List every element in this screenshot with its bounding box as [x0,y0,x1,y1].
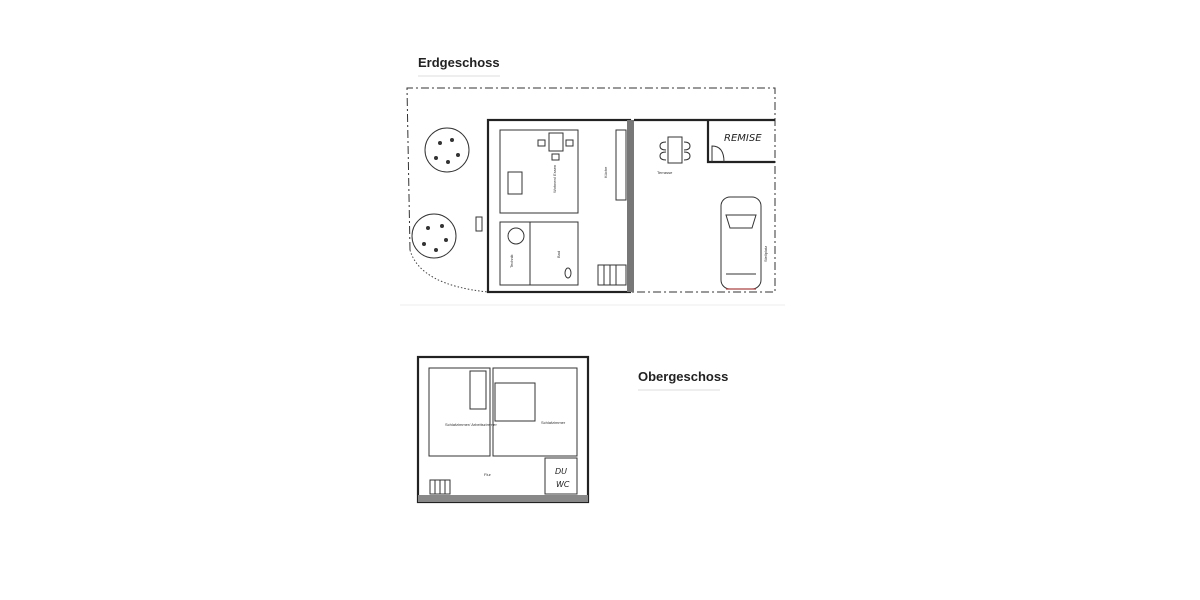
stairs-icon [597,264,627,286]
ground-floor-plan: Erdgeschoss Wohnen/ Essen Küche Bad T [400,55,785,306]
room-bedroom [492,367,578,457]
label-bath: Bad [556,251,561,258]
bench-icon [475,216,483,232]
shed-door [711,145,725,163]
property-boundary [406,87,776,293]
label-living: Wohnen/ Essen [552,165,557,193]
label-utility: Technik [509,254,514,268]
boiler-icon [507,227,525,245]
car-icon [720,196,762,290]
hatched-wall [627,120,634,292]
label-bedroom: Schlafzimmer [541,420,566,425]
shed-wall [706,120,775,164]
room-living [499,129,579,214]
toilet-icon [564,267,572,279]
room-shower-wc [544,457,578,495]
label-bedroom-office: Schlafzimmer/ Arbeitszimmer [445,422,497,427]
dining-table-icon [548,132,564,152]
label-shower: DU [555,467,567,476]
tree-icon [424,127,470,173]
patio-table-icon [659,136,691,164]
single-bed-icon [469,370,487,410]
double-bed-icon [494,382,536,422]
stairs-icon [429,479,451,495]
label-kitchen: Küche [603,166,608,178]
sofa-icon [507,171,523,195]
room-utility [499,221,531,286]
label-wc: WC [556,480,570,489]
room-bath [529,221,579,286]
property-boundary-curve [409,249,489,293]
ground-floor-title: Erdgeschoss [418,55,500,70]
kitchen-counter [615,129,627,201]
upper-floor-title: Obergeschoss [638,369,728,384]
room-bedroom-office [428,367,491,457]
upper-floor-plan: Obergeschoss Schlafzimmer/ Arbeitszimmer… [416,355,728,504]
label-parking: Stellplatz [763,246,768,262]
label-hall: Flur [484,472,492,477]
tree-icon [411,213,457,259]
label-terrace: Terrasse [657,170,673,175]
label-shed: REMISE [724,133,762,144]
hatched-wall [418,495,588,502]
